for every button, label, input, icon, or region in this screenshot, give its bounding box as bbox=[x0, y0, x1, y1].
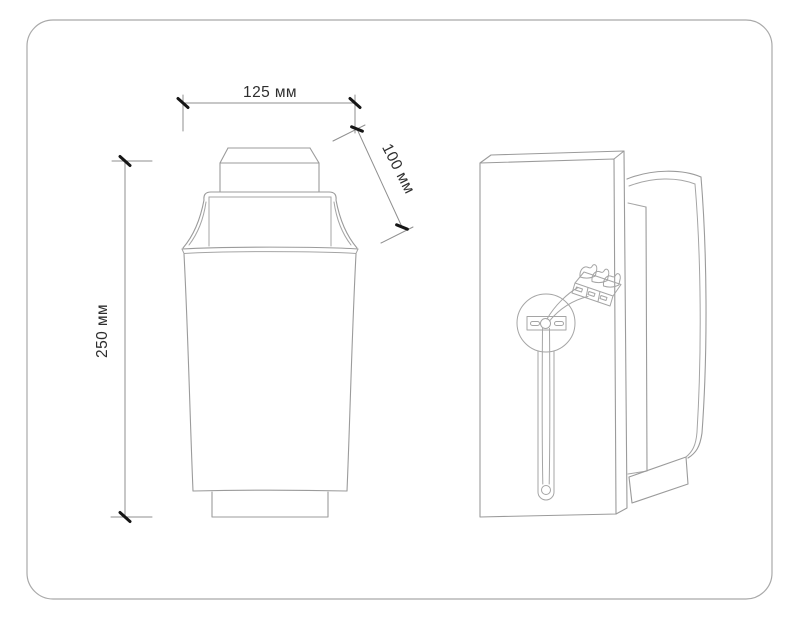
dimension-width-label: 125 мм bbox=[243, 84, 297, 101]
mounting-slot-left bbox=[530, 321, 540, 326]
lamp-shade-side bbox=[626, 170, 707, 504]
cable-hole bbox=[540, 318, 551, 329]
lamp-shade-base bbox=[628, 456, 689, 504]
terminal-lever bbox=[602, 273, 621, 288]
mounting-plate bbox=[479, 150, 628, 518]
keyhole-plate bbox=[526, 316, 567, 331]
dimension-height-label: 250 мм bbox=[94, 304, 111, 358]
lamp-diffuser-rim bbox=[181, 191, 359, 254]
drawing-frame bbox=[26, 19, 773, 600]
front-view bbox=[181, 147, 359, 518]
power-cable bbox=[541, 328, 551, 495]
mounting-circle bbox=[516, 293, 576, 353]
back-view bbox=[479, 150, 707, 518]
dimension-width: 125 мм bbox=[176, 84, 362, 134]
terminal-lever bbox=[591, 268, 610, 284]
lamp-diffuser-body bbox=[183, 253, 357, 492]
lamp-base bbox=[211, 491, 329, 518]
lamp-top-cap bbox=[219, 147, 320, 193]
cable-channel bbox=[537, 350, 555, 501]
cable-end-loop bbox=[541, 485, 551, 495]
terminal-block bbox=[571, 264, 622, 307]
dimension-height: 250 мм bbox=[94, 155, 153, 523]
terminal-lever bbox=[579, 264, 598, 279]
mounting-slot-right bbox=[554, 321, 564, 326]
